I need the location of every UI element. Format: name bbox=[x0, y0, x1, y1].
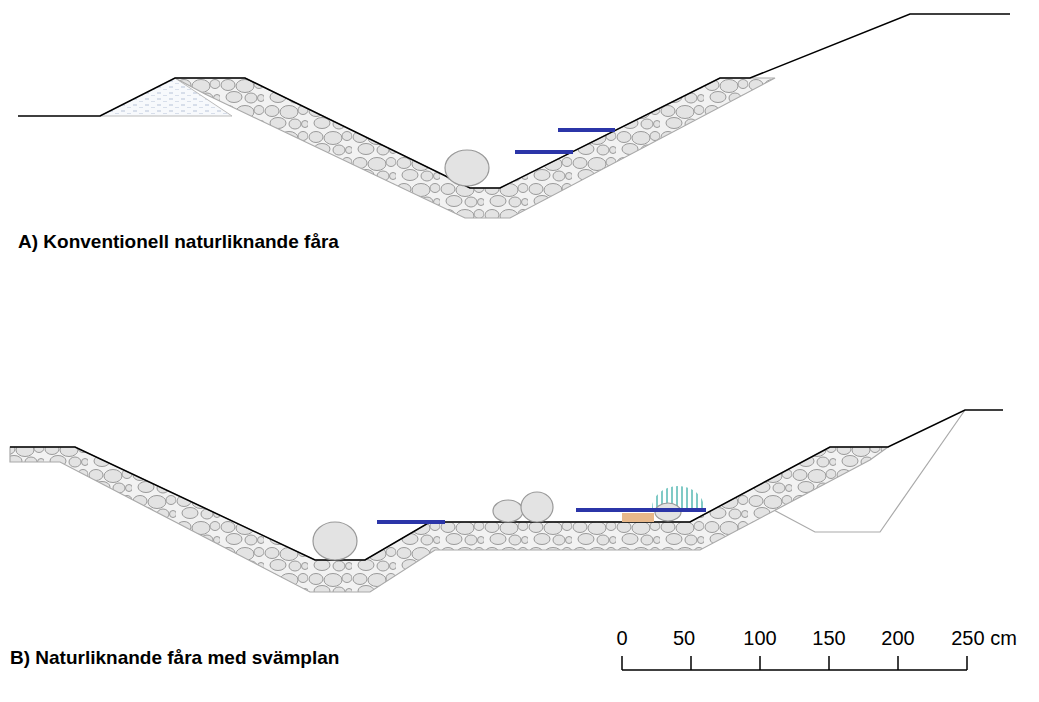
scale-number: 150 bbox=[812, 627, 845, 649]
section-caption: A) Konventionell naturliknande fåra bbox=[18, 232, 339, 253]
scale-number: 200 bbox=[881, 627, 914, 649]
scale-number: 100 bbox=[743, 627, 776, 649]
section-caption: B) Naturliknande fåra med svämplan bbox=[10, 648, 339, 669]
scale-number: 250 cm bbox=[951, 627, 1017, 649]
scale-number: 0 bbox=[616, 627, 627, 649]
scale-number: 50 bbox=[673, 627, 695, 649]
